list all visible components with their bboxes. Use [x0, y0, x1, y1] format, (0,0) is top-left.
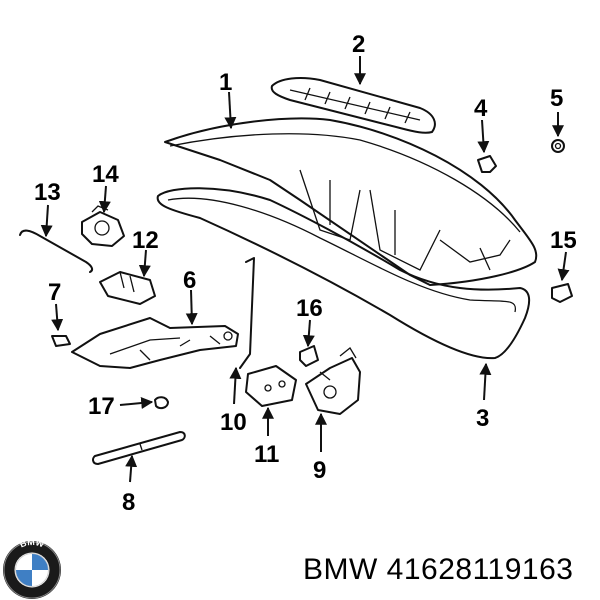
trunk-lock-latch	[305, 347, 361, 415]
callout-10: 10	[220, 409, 247, 436]
part-caption: BMW 41628119163	[303, 553, 573, 587]
callout-14: 14	[92, 161, 119, 188]
clip-part-4	[477, 155, 497, 173]
gas-strut	[92, 431, 186, 465]
callout-6: 6	[183, 267, 196, 294]
callout-2: 2	[352, 31, 365, 58]
callout-16: 16	[296, 295, 323, 322]
weatherstrip-seal	[156, 187, 531, 360]
grommet-part-5	[551, 139, 565, 153]
part-number: 41628119163	[386, 553, 574, 586]
third-brake-light	[270, 77, 436, 134]
lock-actuator	[99, 271, 156, 305]
callout-11: 11	[254, 441, 279, 468]
leader-lines	[40, 56, 570, 483]
brand-name: BMW	[303, 553, 378, 586]
lid-hinge	[71, 317, 239, 369]
callout-15: 15	[550, 227, 577, 254]
operating-rod	[19, 229, 94, 273]
callout-3: 3	[476, 405, 489, 432]
release-rod	[239, 257, 255, 369]
bmw-logo-text: BMW	[18, 537, 46, 550]
callout-7: 7	[48, 279, 61, 306]
trunk-lid	[164, 117, 538, 286]
callout-13: 13	[34, 179, 61, 206]
bump-stop-part-16	[299, 345, 319, 367]
small-bracket-part-7	[51, 335, 71, 347]
latch-bracket	[245, 365, 297, 407]
callout-12: 12	[132, 227, 159, 254]
callout-9: 9	[313, 457, 326, 484]
callout-5: 5	[550, 85, 563, 112]
callout-1: 1	[219, 69, 232, 96]
callout-17: 17	[88, 393, 115, 420]
callout-8: 8	[122, 489, 135, 516]
stop-part-17	[154, 396, 169, 410]
callout-4: 4	[474, 95, 488, 122]
lock-cylinder	[81, 205, 125, 247]
buffer-part-15	[551, 283, 573, 303]
bmw-logo: BMW	[3, 537, 61, 599]
